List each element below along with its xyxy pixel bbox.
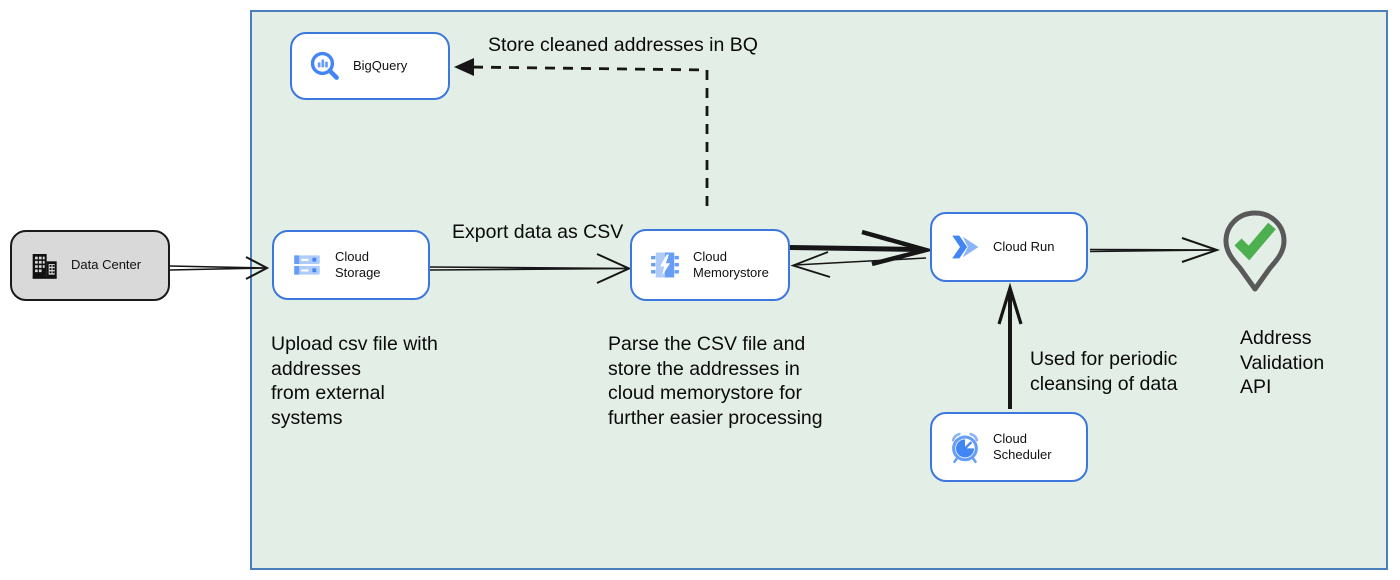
- annotation-upload-csv: Upload csv file with addresses from exte…: [271, 333, 438, 429]
- node-data-center: Data Center: [10, 230, 170, 301]
- node-cloud-run: Cloud Run: [930, 212, 1088, 282]
- annotation-export-csv: Export data as CSV: [452, 221, 624, 243]
- memorystore-icon: [648, 248, 682, 282]
- cloud-scheduler-icon: [948, 430, 982, 464]
- annotation-periodic-cleansing: Used for periodic cleansing of data: [1030, 348, 1178, 395]
- node-label: Cloud Storage: [335, 248, 381, 280]
- building-icon: [28, 250, 60, 282]
- gcp-boundary-rect: [250, 10, 1388, 570]
- node-cloud-scheduler: Cloud Scheduler: [930, 412, 1088, 482]
- cloud-run-icon: [948, 230, 982, 264]
- node-label: BigQuery: [353, 57, 408, 73]
- cloud-storage-icon: [290, 248, 324, 282]
- node-bigquery: BigQuery: [290, 32, 450, 100]
- node-label: Cloud Run: [993, 238, 1055, 254]
- annotation-parse-csv: Parse the CSV file and store the address…: [608, 333, 823, 429]
- node-cloud-storage: Cloud Storage: [272, 230, 430, 300]
- bigquery-icon: [308, 49, 342, 83]
- node-cloud-memorystore: Cloud Memorystore: [630, 229, 790, 301]
- node-label: Cloud Scheduler: [993, 430, 1052, 462]
- label-address-validation-api: Address Validation API: [1240, 327, 1325, 399]
- node-label: Data Center: [71, 257, 142, 273]
- node-label: Cloud Memorystore: [693, 248, 769, 280]
- annotation-store-cleaned-bq: Store cleaned addresses in BQ: [488, 34, 758, 56]
- map-pin-check-icon: [1220, 209, 1290, 309]
